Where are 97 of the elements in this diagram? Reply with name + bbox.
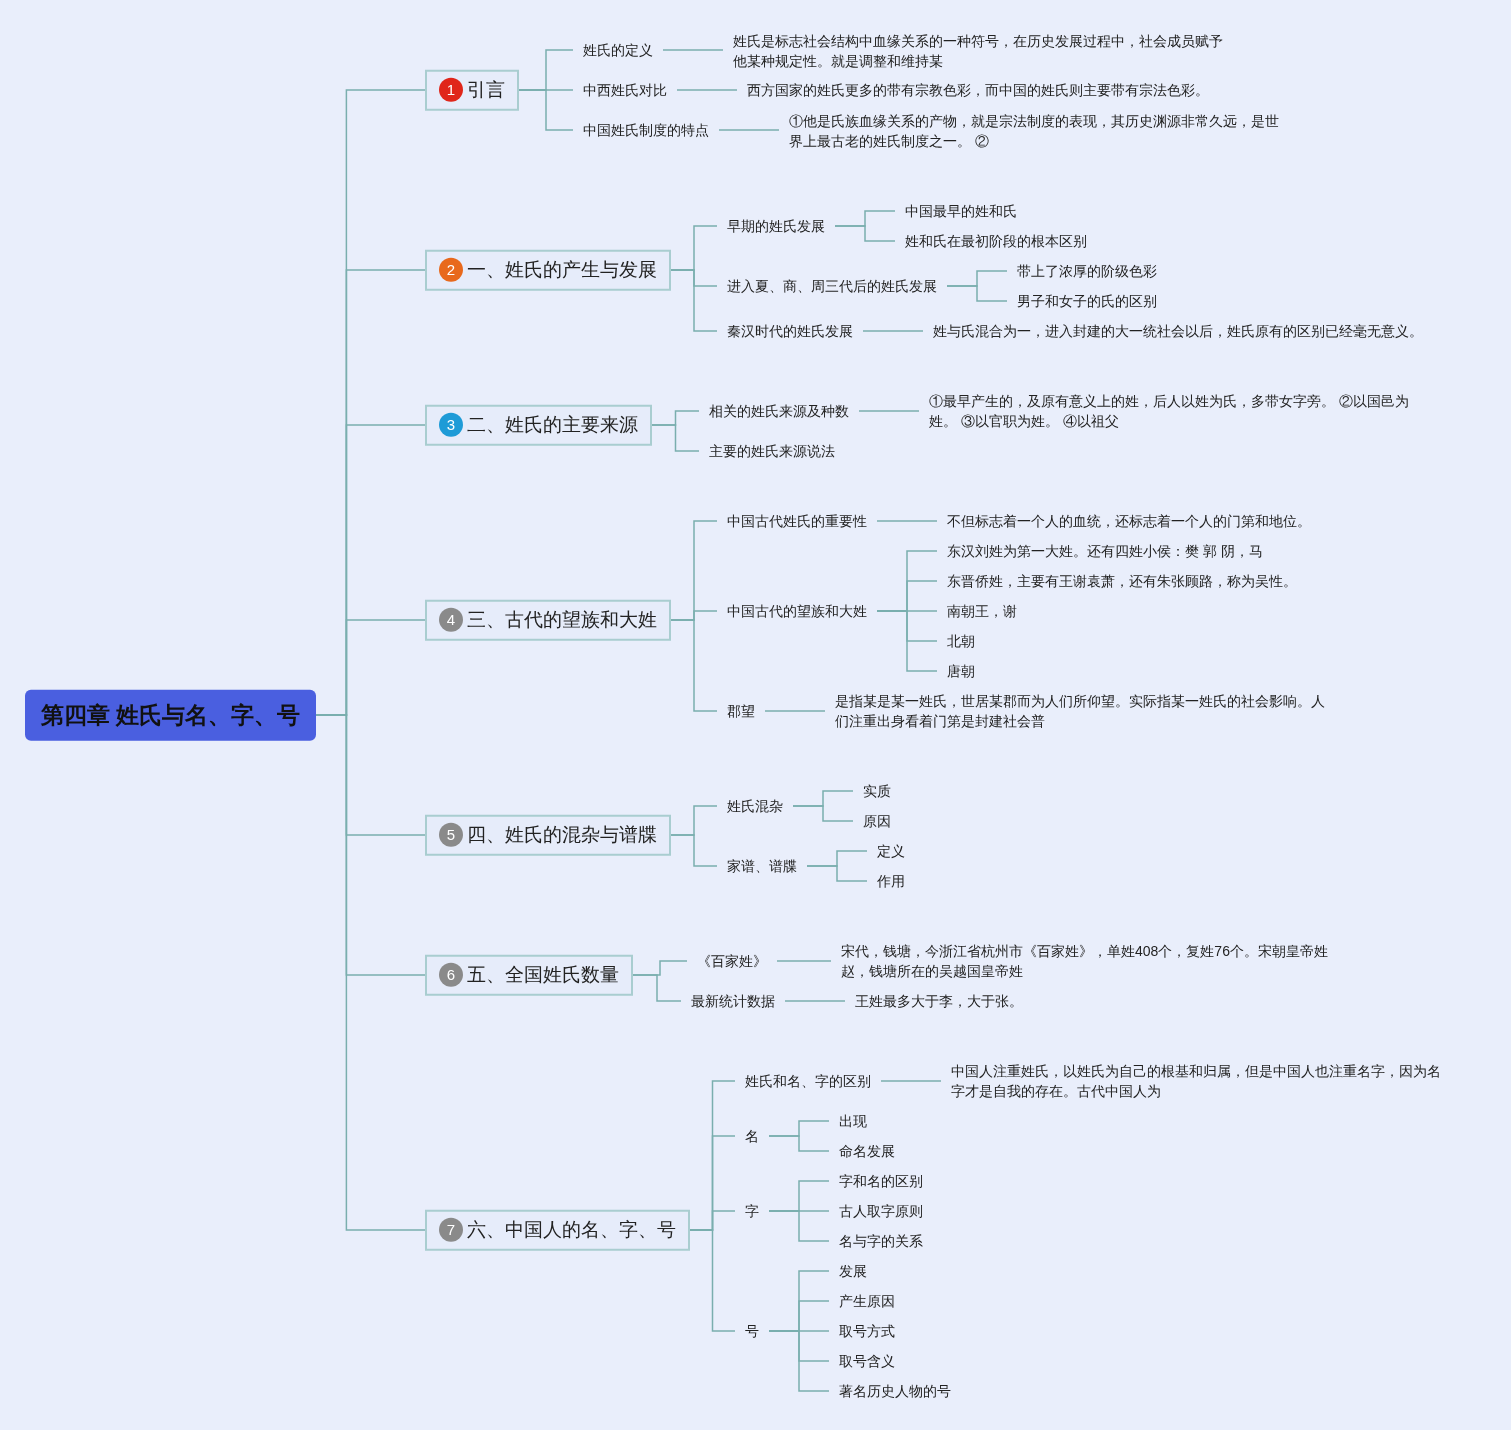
subtopic-text: 字和名的区别: [839, 1171, 923, 1191]
subtopic-text: 进入夏、商、周三代后的姓氏发展: [727, 276, 937, 296]
subtopic-text: 主要的姓氏来源说法: [709, 441, 835, 461]
subtopic-text: 号: [745, 1321, 759, 1341]
subtopic-text: 《百家姓》: [697, 951, 767, 971]
connector-line: [946, 285, 1008, 302]
number-badge: 1: [439, 78, 463, 102]
subtopic-text: 中国最早的姓和氏: [905, 201, 1017, 221]
description-text: 姓与氏混合为一，进入封建的大一统社会以后，姓氏原有的区别已经毫无意义。: [933, 321, 1423, 341]
number-badge: 6: [439, 963, 463, 987]
topic-text: 六、中国人的名、字、号: [467, 1217, 676, 1242]
subtopic-text: 取号含义: [839, 1351, 895, 1371]
connector-line: [632, 974, 682, 1002]
topic-box: [425, 599, 671, 641]
description-text: 宋代，钱塘，今浙江省杭州市《百家姓》，单姓408个，复姓76个。宋朝皇帝姓赵，钱塘所在的吴越国皇帝姓: [841, 941, 1336, 981]
connector-line: [776, 960, 832, 962]
connector-line: [670, 834, 718, 867]
number-badge: 7: [439, 1218, 463, 1242]
number-badge: 3: [439, 413, 463, 437]
connector-line: [764, 710, 826, 712]
description-text: 中国人注重姓氏，以姓氏为自己的根基和归属，但是中国人也注重名字，因为名字才是自我的存在。古代中国人为: [951, 1061, 1451, 1101]
description-text: 是指某是某一姓氏，世居某郡而为人们所仰望。实际指某一姓氏的社会影响。人们注重出身看着门第是封建社会普: [835, 691, 1335, 731]
connector-line: [862, 330, 924, 332]
subtopic-text: 南朝王，谢: [947, 601, 1017, 621]
topic-box: [425, 404, 652, 446]
subtopic-text: 命名发展: [839, 1141, 895, 1161]
connector-line: [876, 610, 938, 672]
connector-line: [718, 129, 780, 131]
subtopic-text: 姓氏的定义: [583, 40, 653, 60]
subtopic-text: 中国古代姓氏的重要性: [727, 511, 867, 531]
subtopic-text: 名: [745, 1126, 759, 1146]
subtopic-text: 定义: [877, 841, 905, 861]
topic-box: [425, 814, 671, 856]
subtopic-text: 出现: [839, 1111, 867, 1131]
subtopic-text: 早期的姓氏发展: [727, 216, 825, 236]
description-text: ①他是氏族血缘关系的产物，就是宗法制度的表现，其历史渊源非常久远，是世界上最古老的姓氏制度之一。 ②: [789, 111, 1289, 151]
subtopic-text: 姓氏和名、字的区别: [745, 1071, 871, 1091]
subtopic-text: 姓氏混杂: [727, 796, 783, 816]
subtopic-text: 实质: [863, 781, 891, 801]
subtopic-text: 北朝: [947, 631, 975, 651]
connector-line: [806, 865, 868, 882]
topic-text: 四、姓氏的混杂与谱牒: [467, 822, 657, 847]
subtopic-text: 中西姓氏对比: [583, 80, 667, 100]
connector-line: [784, 1000, 846, 1002]
topic-box: [425, 69, 519, 111]
subtopic-text: 著名历史人物的号: [839, 1381, 951, 1401]
description-text: 西方国家的姓氏更多的带有宗教色彩，而中国的姓氏则主要带有宗法色彩。: [747, 80, 1209, 100]
connector-line: [858, 410, 920, 412]
subtopic-text: 相关的姓氏来源及种数: [709, 401, 849, 421]
topic-text: 二、姓氏的主要来源: [467, 412, 638, 437]
description-text: 王姓最多大于李，大于张。: [855, 991, 1023, 1011]
subtopic-text: 秦汉时代的姓氏发展: [727, 321, 853, 341]
number-badge: 5: [439, 823, 463, 847]
topic-text: 五、全国姓氏数量: [467, 962, 619, 987]
connector-line: [880, 1080, 942, 1082]
subtopic-text: 原因: [863, 811, 891, 831]
topic-box: [425, 249, 671, 291]
connector-line: [662, 49, 724, 51]
topic-box: [425, 1209, 690, 1251]
subtopic-text: 字: [745, 1201, 759, 1221]
subtopic-text: 男子和女子的氏的区别: [1017, 291, 1157, 311]
root-topic-box: 第四章 姓氏与名、字、号: [25, 689, 317, 741]
number-badge: 2: [439, 258, 463, 282]
connector-line: [768, 1210, 830, 1242]
number-badge: 4: [439, 608, 463, 632]
description-text: ①最早产生的，及原有意义上的姓，后人以姓为氏，多带女字旁。 ②以国邑为姓。 ③以官职为姓。 ④以祖父: [929, 391, 1419, 431]
subtopic-text: 名与字的关系: [839, 1231, 923, 1251]
connector-line: [676, 89, 738, 91]
description-text: 不但标志着一个人的血统，还标志着一个人的门第和地位。: [947, 511, 1311, 531]
subtopic-text: 唐朝: [947, 661, 975, 681]
subtopic-text: 东汉刘姓为第一大姓。还有四姓小侯：樊 郭 阴，马: [947, 541, 1263, 561]
subtopic-text: 取号方式: [839, 1321, 895, 1341]
connector-line: [651, 424, 700, 452]
subtopic-text: 产生原因: [839, 1291, 895, 1311]
subtopic-text: 中国姓氏制度的特点: [583, 120, 709, 140]
connector-line: [876, 520, 938, 522]
subtopic-text: 发展: [839, 1261, 867, 1281]
subtopic-text: 家谱、谱牒: [727, 856, 797, 876]
topic-text: 一、姓氏的产生与发展: [467, 257, 657, 282]
subtopic-text: 中国古代的望族和大姓: [727, 601, 867, 621]
connector-line: [768, 1330, 830, 1392]
subtopic-text: 东晋侨姓，主要有王谢袁萧，还有朱张顾路，称为吴性。: [947, 571, 1297, 591]
connector-line: [834, 225, 896, 242]
subtopic-text: 古人取字原则: [839, 1201, 923, 1221]
subtopic-text: 最新统计数据: [691, 991, 775, 1011]
description-text: 姓氏是标志社会结构中血缘关系的一种符号，在历史发展过程中，社会成员赋予他某种规定性。就是调整和维持某: [733, 31, 1233, 71]
topic-text: 引言: [467, 77, 505, 102]
subtopic-text: 郡望: [727, 701, 755, 721]
connector-line: [768, 1135, 830, 1152]
connector-line: [689, 1229, 736, 1332]
subtopic-text: 姓和氏在最初阶段的根本区别: [905, 231, 1087, 251]
subtopic-text: 带上了浓厚的阶级色彩: [1017, 261, 1157, 281]
subtopic-text: 作用: [877, 871, 905, 891]
topic-text: 三、古代的望族和大姓: [467, 607, 657, 632]
topic-box: [425, 954, 633, 996]
connector-line: [792, 805, 854, 822]
connector-line: [518, 89, 574, 131]
